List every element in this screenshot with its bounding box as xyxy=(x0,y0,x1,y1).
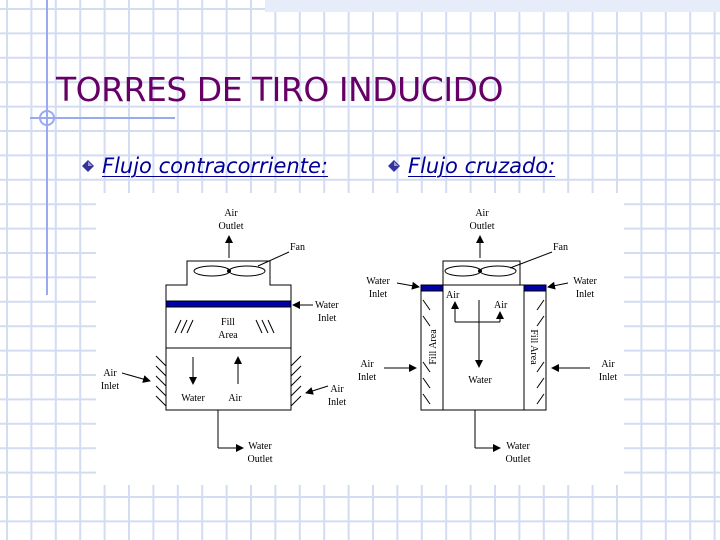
xf-water-inlet-left-arrow xyxy=(396,281,420,290)
cf-water-outlet-label-2: Outlet xyxy=(248,454,273,465)
cf-air-inlet-left-label: Air xyxy=(103,368,117,379)
xf-air-outlet-label-2: Outlet xyxy=(470,221,495,232)
diamond-bullet-icon xyxy=(82,160,94,172)
xf-fill-band-left xyxy=(420,284,444,292)
xf-water-inlet-right-arrow xyxy=(547,281,569,290)
fan-icon xyxy=(444,265,517,277)
cf-louvers-left xyxy=(155,355,167,407)
bullet-label[interactable]: Flujo cruzado: xyxy=(408,154,556,178)
diamond-bullet-icon xyxy=(388,160,400,172)
xf-air-left-label: Air xyxy=(446,290,460,301)
cf-fill-area-label: Fill xyxy=(221,317,235,328)
cf-fan-housing xyxy=(165,260,292,301)
cf-fan-label: Fan xyxy=(290,242,305,253)
cf-air-inlet-left-label-2: Inlet xyxy=(101,381,120,392)
xf-water-outlet-label: Water xyxy=(506,441,530,452)
diagram-panel: Air Outlet Fan Water Inlet Fill Are xyxy=(96,193,624,485)
xf-fan-housing xyxy=(442,260,521,285)
xf-air-outlet-label: Air xyxy=(475,208,489,219)
cf-air-inlet-left-arrow xyxy=(121,372,151,383)
cf-fill-band xyxy=(165,300,292,308)
accent-circle xyxy=(39,110,55,126)
xf-fan-label: Fan xyxy=(553,242,568,253)
xf-water-inlet-right-label: Water xyxy=(573,276,597,287)
cf-air-label: Air xyxy=(228,393,242,404)
xf-air-inlet-left-label-2: Inlet xyxy=(358,372,377,383)
xf-air-inlet-left-label: Air xyxy=(360,359,374,370)
cf-water-label: Water xyxy=(181,393,205,404)
xf-louvers-right xyxy=(536,299,545,405)
cf-fill-hatch-right xyxy=(255,319,275,334)
xf-water-label: Water xyxy=(468,375,492,386)
cf-air-inlet-right-label: Air xyxy=(330,384,344,395)
bullet-crossflow: Flujo cruzado: xyxy=(388,154,555,178)
xf-water-inlet-left-label: Water xyxy=(366,276,390,287)
cf-tower-body xyxy=(165,307,292,411)
crossflow-tower-diagram: Air Outlet Fan Water Inlet Water Inlet A… xyxy=(358,208,618,465)
xf-fan-leader xyxy=(509,251,553,269)
fan-icon xyxy=(193,265,266,277)
bullet-counterflow: Flujo contracorriente: xyxy=(82,154,328,178)
cf-water-inlet-label: Water xyxy=(315,300,339,311)
slide-title: TORRES DE TIRO INDUCIDO xyxy=(56,70,503,109)
bullet-label[interactable]: Flujo contracorriente: xyxy=(102,154,328,178)
cf-air-inlet-right-label-2: Inlet xyxy=(328,397,347,408)
cf-fill-area-label-2: Area xyxy=(218,330,238,341)
xf-louvers-left xyxy=(422,299,431,405)
xf-air-right-label: Air xyxy=(494,300,508,311)
xf-water-inlet-right-label-2: Inlet xyxy=(576,289,595,300)
xf-air-inlet-right-label: Air xyxy=(601,359,615,370)
xf-water-outlet-label-2: Outlet xyxy=(506,454,531,465)
cf-fill-hatch-left xyxy=(174,319,194,334)
cf-water-outlet-label: Water xyxy=(248,441,272,452)
cf-air-outlet-label: Air xyxy=(224,208,238,219)
xf-fill-area-left-label: Fill Area xyxy=(428,329,439,365)
cf-air-outlet-label-2: Outlet xyxy=(219,221,244,232)
cf-air-inlet-right-arrow xyxy=(305,385,329,395)
xf-tower-outline xyxy=(420,284,547,411)
corner-decoration xyxy=(265,0,720,12)
cf-fan-leader xyxy=(257,251,290,267)
xf-air-inlet-right-label-2: Inlet xyxy=(599,372,618,383)
xf-fill-area-right-label: Fill Area xyxy=(528,329,539,365)
xf-water-inlet-left-label-2: Inlet xyxy=(369,289,388,300)
cf-water-inlet-label-2: Inlet xyxy=(318,313,337,324)
cf-louvers-right xyxy=(290,355,302,407)
xf-fill-band-right xyxy=(523,284,547,292)
counterflow-tower-diagram: Air Outlet Fan Water Inlet Fill Are xyxy=(101,208,347,465)
